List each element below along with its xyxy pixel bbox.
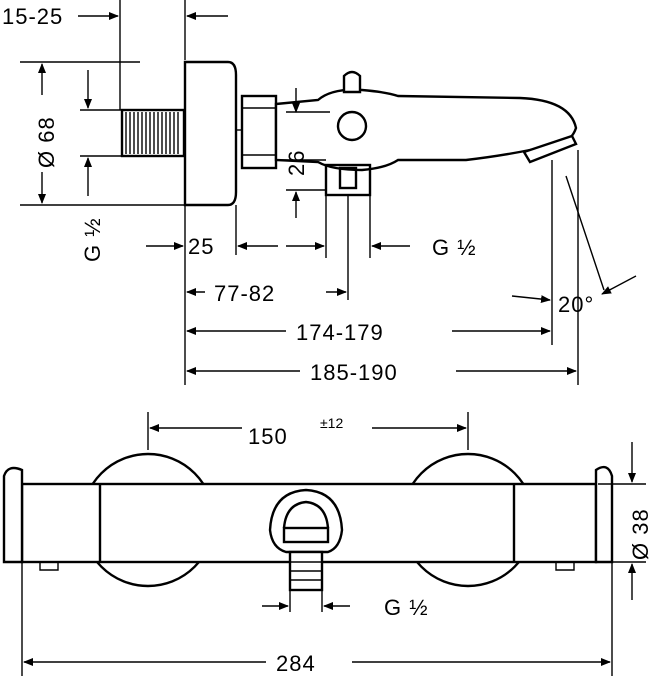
dim-spout-length: 174-179 (296, 320, 384, 345)
dim-centers-tolerance: ±12 (320, 415, 343, 431)
central-outlet (268, 488, 344, 592)
dim-inlet-thread: G ½ (80, 217, 105, 262)
temperature-handle (2, 466, 24, 564)
dim-centers: 150 (248, 424, 288, 449)
dim-wall-offset: 15-25 (2, 4, 63, 29)
rosette (183, 60, 238, 207)
dim-body-diameter: Ø 38 (628, 508, 650, 560)
dim-outlet-height: 26 (284, 150, 309, 176)
dim-rosette-diameter: Ø 68 (34, 116, 59, 168)
spout-outlet (522, 134, 578, 164)
side-view: 15-25 (2, 0, 637, 385)
dim-total-width: 284 (276, 651, 316, 676)
dim-outlet-thread: G ½ (432, 235, 477, 260)
diverter-lever (342, 70, 362, 94)
dim-outlet-distance: 77-82 (214, 281, 275, 306)
front-view: 150 ±12 Ø 38 (2, 412, 650, 676)
dim-front-outlet-thread: G ½ (384, 595, 429, 620)
dim-spout-angle: 20° (558, 292, 594, 317)
dim-rosette-depth: 25 (188, 234, 214, 259)
diverter-knob (336, 110, 368, 142)
inlet-thread (120, 108, 186, 158)
flow-handle (594, 465, 614, 564)
connector-nut (236, 94, 278, 170)
dim-total-projection: 185-190 (310, 360, 398, 385)
